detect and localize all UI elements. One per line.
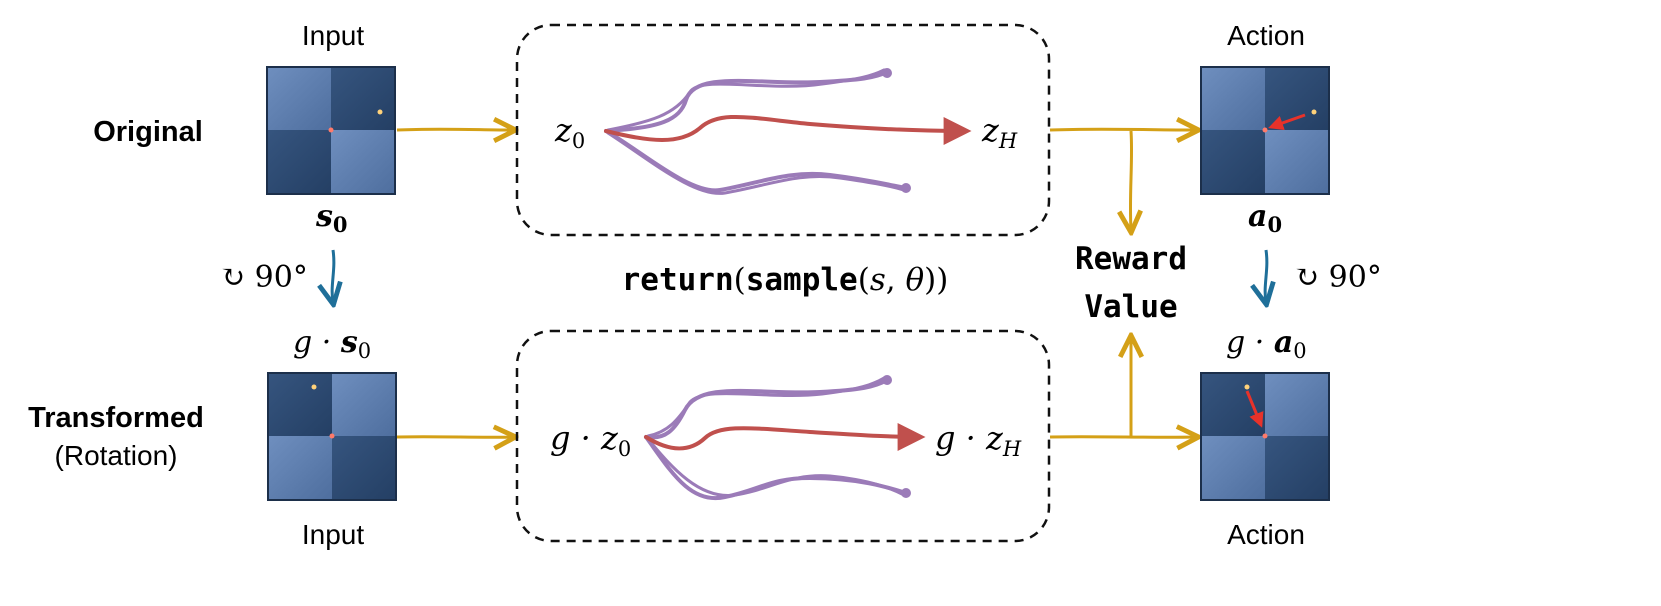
bottom-input-grid: [267, 372, 397, 501]
right-rotation-arrow: [1265, 249, 1267, 302]
agent-dot: [328, 127, 334, 133]
top-trajectories: [604, 68, 972, 195]
goal-dot: [1244, 384, 1250, 390]
original-row-label: Original: [93, 116, 203, 148]
reward-label: Reward: [1075, 241, 1187, 277]
bottom-input-arrow: [396, 437, 513, 438]
goal-dot: [1311, 109, 1317, 115]
top-latent-end: zH: [981, 111, 1018, 153]
action-arrow: [1245, 390, 1264, 428]
agent-dot: [1262, 433, 1268, 439]
bottom-input-label: Input: [302, 519, 364, 550]
return-sample-formula: return(sample(s, θ)): [622, 262, 949, 298]
bottom-latent-start: g · z0: [550, 419, 631, 461]
top-input-arrow: [396, 129, 513, 130]
top-latent-box: [515, 23, 1051, 237]
top-input-grid: [266, 66, 396, 195]
bottom-trajectories: [644, 375, 926, 501]
bottom-state-var: g · s0: [293, 325, 371, 363]
right-rotation-label: ↻ 90°: [1294, 260, 1382, 295]
agent-dot: [1262, 127, 1268, 133]
bottom-latent-end: g · zH: [935, 419, 1022, 461]
bottom-action-label: Action: [1227, 519, 1305, 550]
bottom-action-grid: [1200, 372, 1330, 501]
top-action-label: Action: [1227, 20, 1305, 51]
goal-dot: [311, 384, 317, 390]
transformed-row-sublabel: (Rotation): [55, 440, 178, 471]
bottom-action-var: g · a0: [1226, 325, 1307, 363]
bottom-output-arrow: [1049, 437, 1196, 438]
value-label: Value: [1084, 289, 1177, 325]
goal-dot: [377, 109, 383, 115]
top-output-arrow: [1049, 129, 1196, 130]
top-latent-start: z0: [554, 111, 585, 153]
bottom-traj-main: [644, 422, 926, 451]
transformed-row-label: Transformed: [28, 402, 204, 434]
agent-dot: [329, 433, 335, 439]
top-action-grid: [1200, 66, 1330, 195]
reward-down-arrow: [1130, 130, 1131, 230]
left-rotation-arrow: [332, 249, 334, 302]
top-state-var: s0: [315, 199, 348, 237]
left-rotation-label: ↻ 90°: [220, 260, 308, 295]
top-traj-main: [604, 114, 972, 145]
bottom-latent-box: [515, 329, 1051, 543]
top-input-label: Input: [302, 20, 364, 51]
action-arrow: [1268, 113, 1306, 131]
top-action-var: a0: [1248, 199, 1282, 237]
